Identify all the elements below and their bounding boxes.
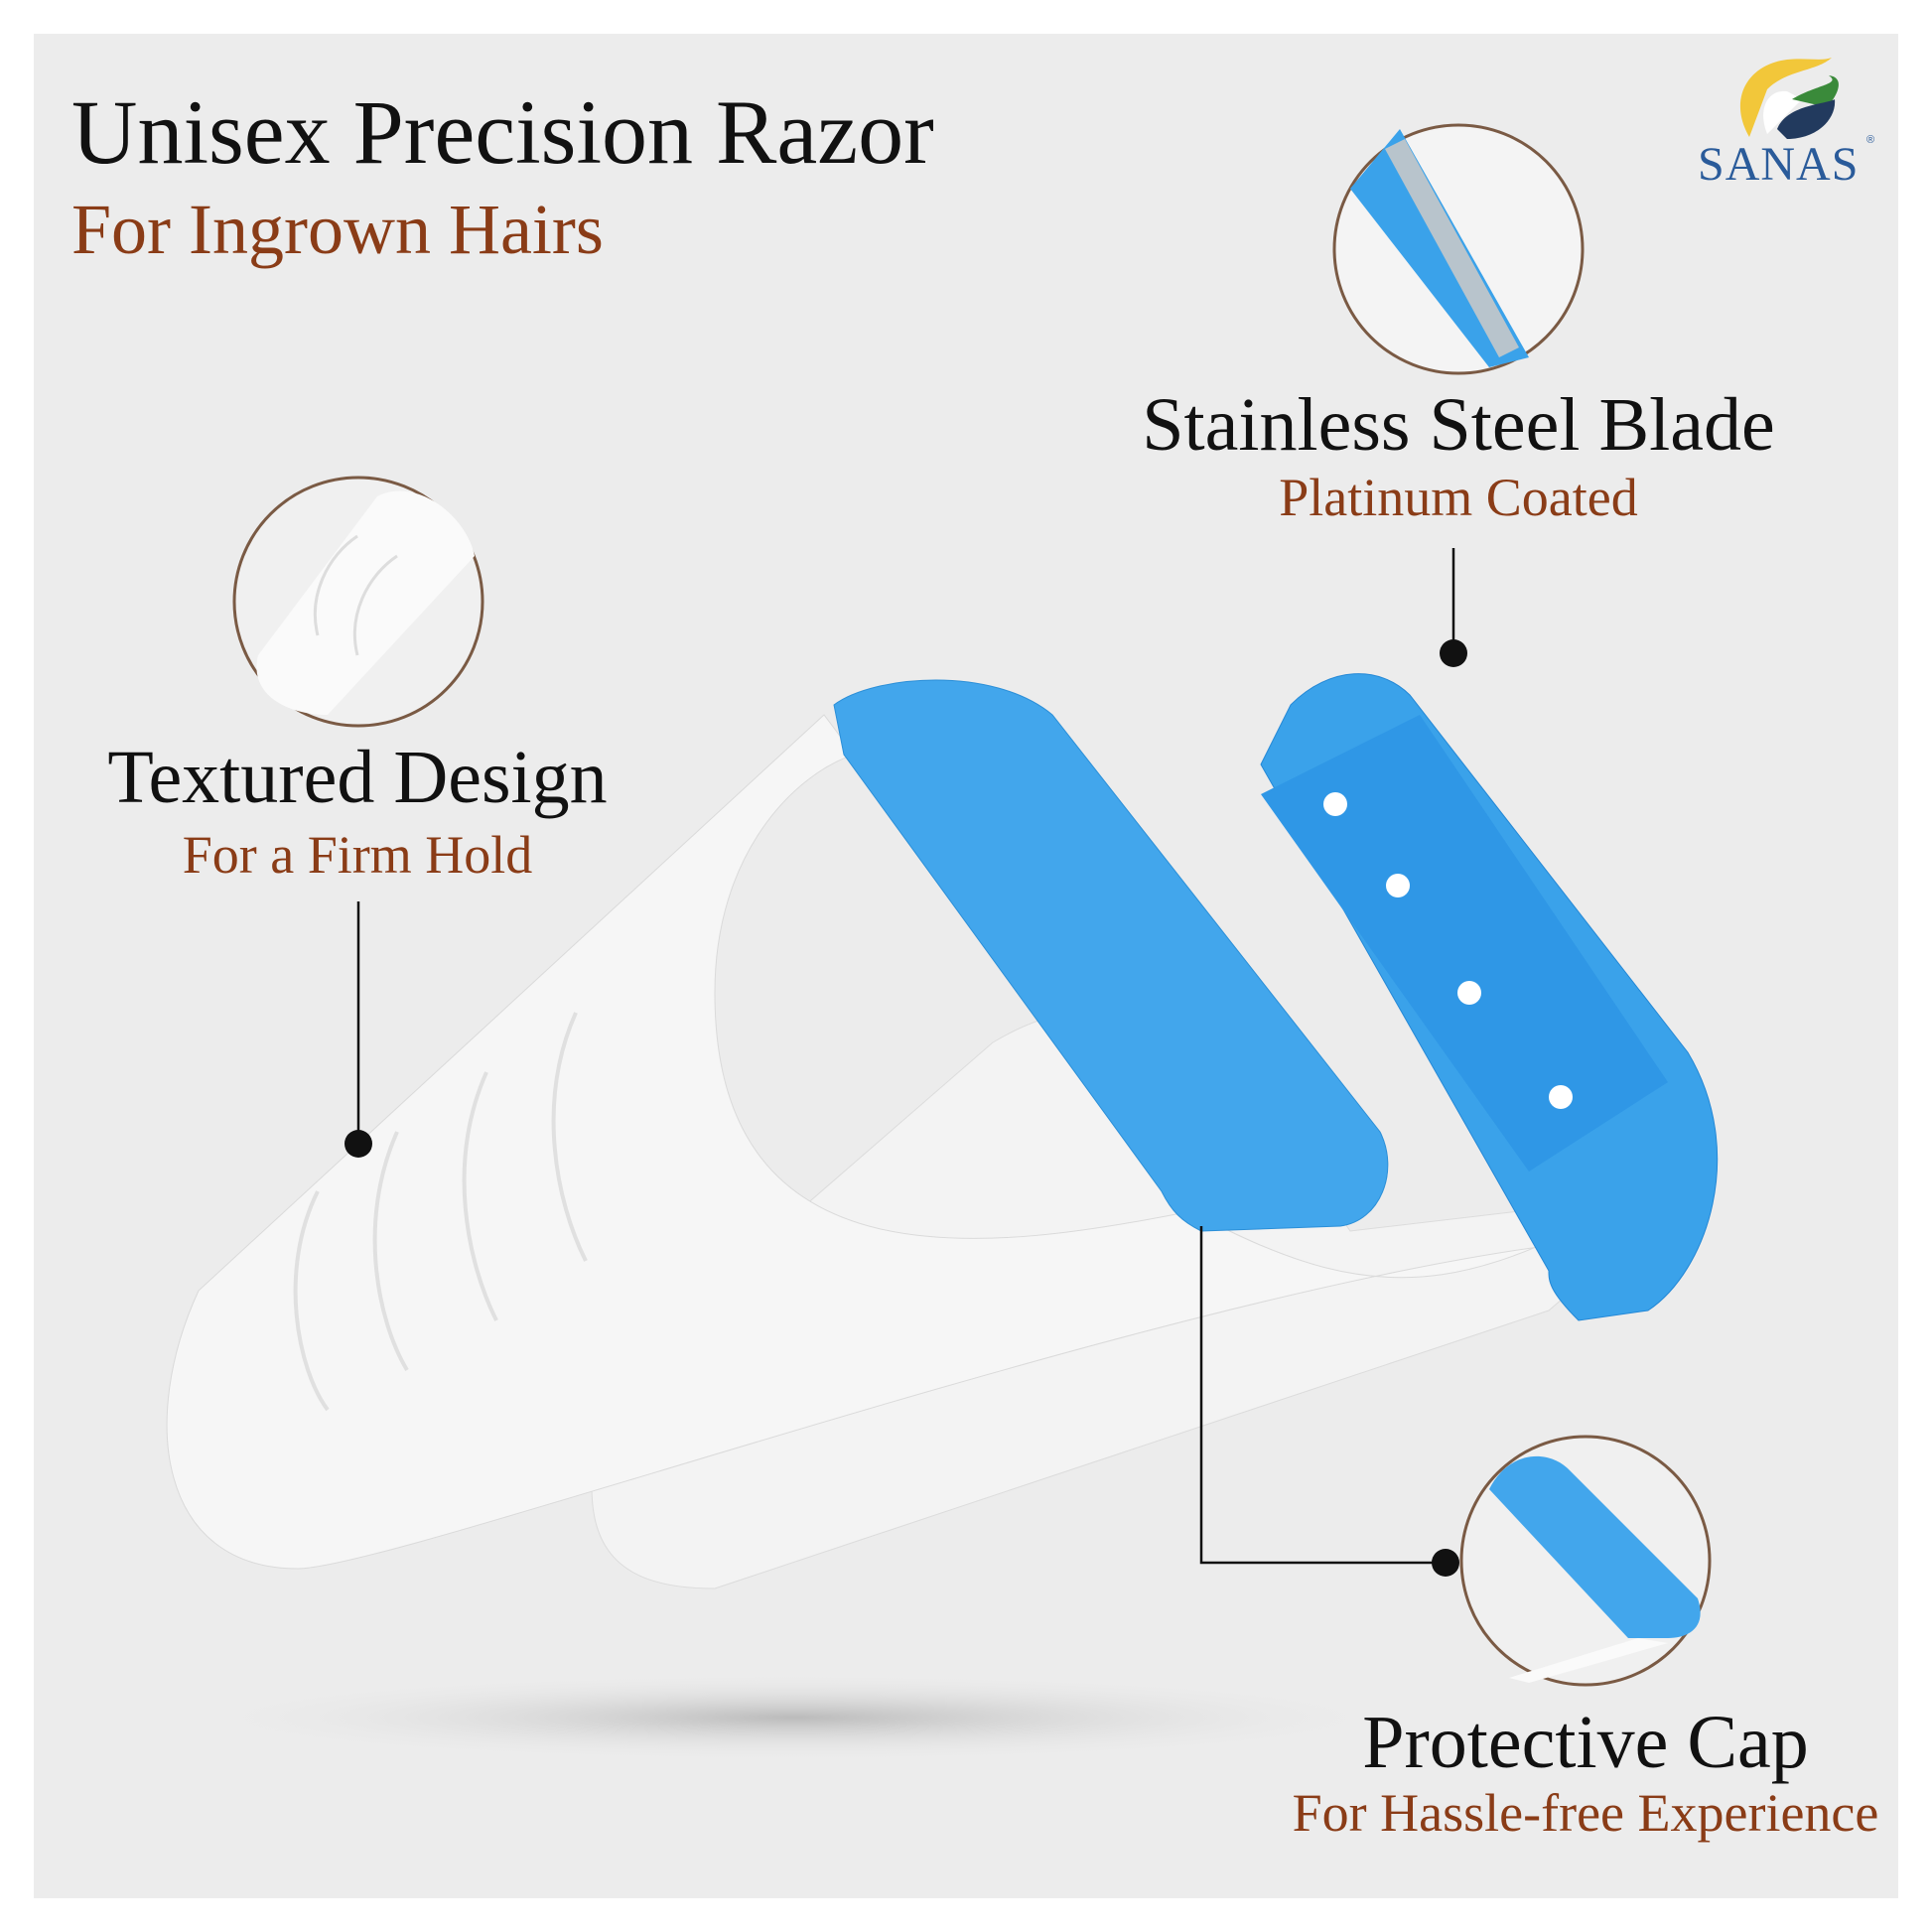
protective-cap [833,679,1389,1232]
feature-title-blade: Stainless Steel Blade [1142,383,1775,467]
registered-mark: ® [1866,134,1875,146]
page-title: Unisex Precision Razor [71,81,934,183]
feature-subtitle-textured: For a Firm Hold [182,825,533,885]
page-subtitle: For Ingrown Hairs [71,190,604,269]
cap-pointer-dot [1432,1549,1459,1577]
blade-comb [1261,715,1668,1172]
textured-pointer-dot [345,1130,372,1158]
feature-title-textured: Textured Design [107,736,608,819]
shadow [179,1673,1410,1762]
feature-subtitle-cap: For Hassle-free Experience [1292,1783,1879,1843]
textured-detail-circle [232,476,484,728]
blade-detail-circle [1332,123,1585,375]
feature-subtitle-blade: Platinum Coated [1279,468,1638,527]
feature-title-cap: Protective Cap [1362,1701,1809,1784]
brand-name: SANAS [1698,138,1860,191]
blade-pointer-dot [1440,639,1467,667]
sanas-logo-mark [1739,58,1839,139]
cap-detail-circle [1459,1435,1712,1687]
